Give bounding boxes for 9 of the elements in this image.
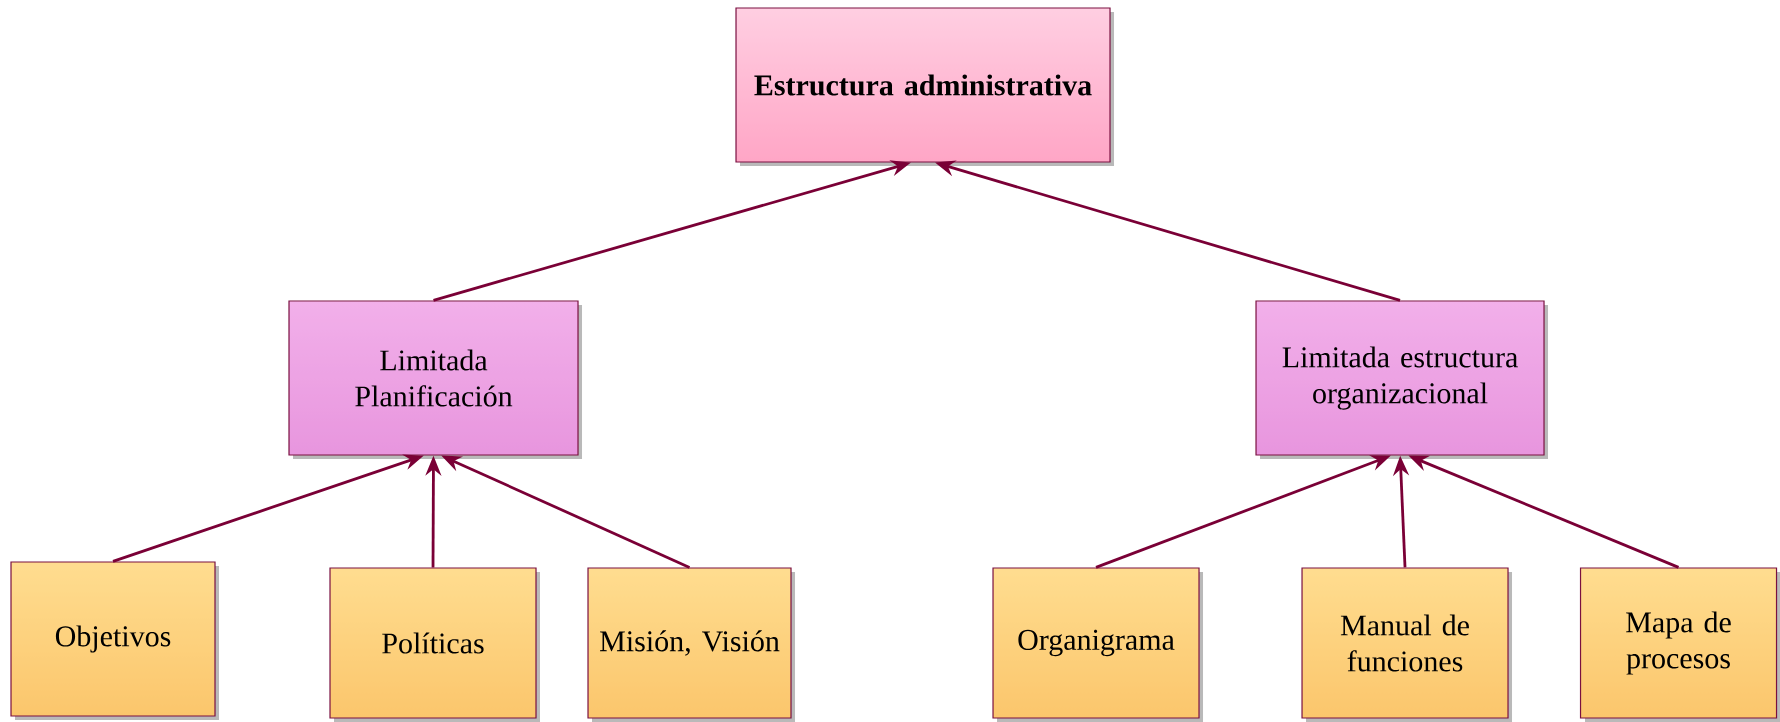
root-box: Estructura administrativa xyxy=(735,7,1114,166)
item-box: Manual de funciones xyxy=(1301,567,1512,722)
item-box: Mapa de procesos xyxy=(1579,567,1780,722)
item-box: Políticas xyxy=(329,567,540,722)
category-box: Limitada Planificación xyxy=(288,300,582,459)
category-box: Limitada estructura organizacional xyxy=(1255,300,1549,459)
item-box: Organigrama xyxy=(992,567,1203,722)
item-box: Misión, Visión xyxy=(587,567,795,722)
item-box: Objetivos xyxy=(10,561,219,720)
